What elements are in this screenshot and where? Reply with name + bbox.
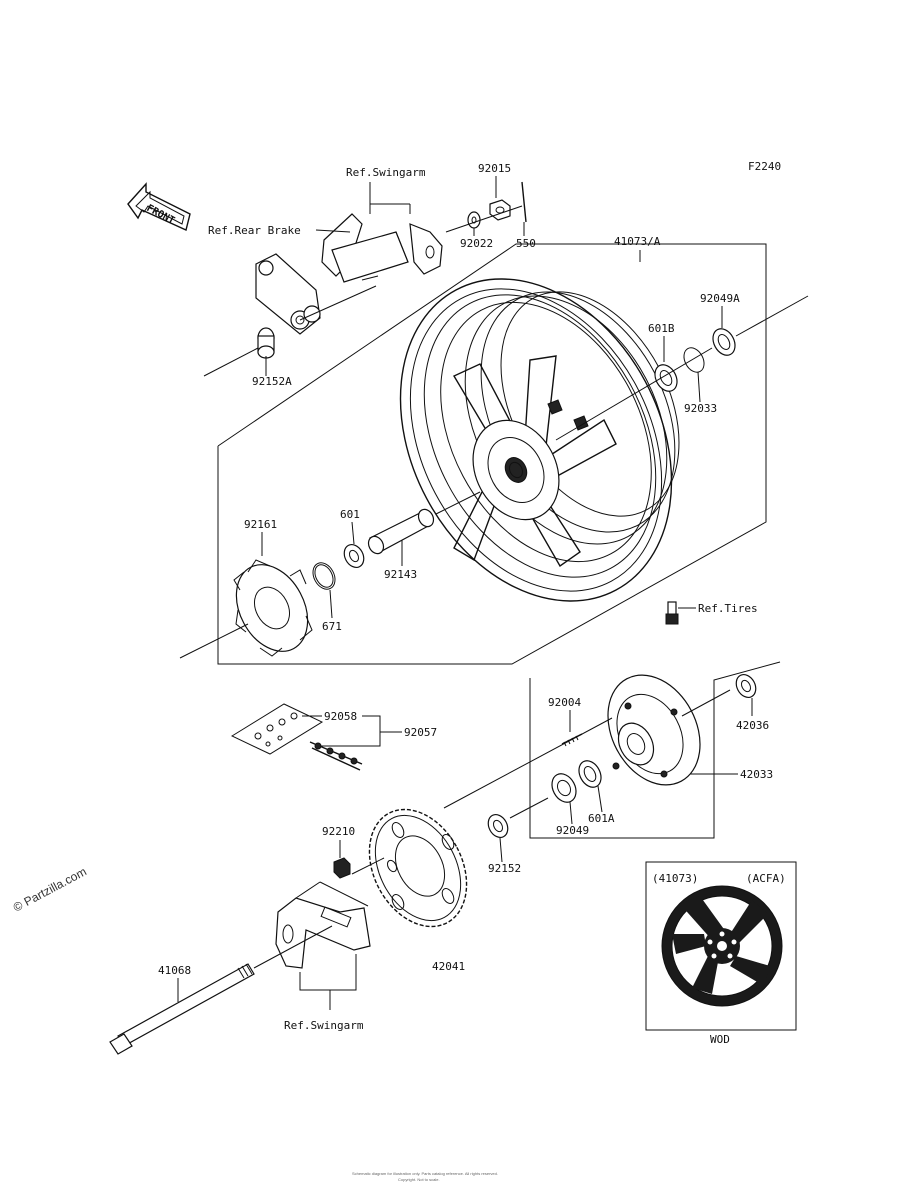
part-92022-label: 92022 bbox=[460, 237, 493, 250]
part-42041-label: 42041 bbox=[432, 960, 465, 973]
collar-92152a bbox=[257, 327, 275, 359]
chain-adjuster-left bbox=[321, 213, 443, 283]
rear-wheel bbox=[399, 278, 680, 602]
footer-line-2: Copyright. Not to scale. bbox=[398, 1177, 440, 1182]
part-42033-label: 42033 bbox=[740, 768, 773, 781]
chain-adjuster-right bbox=[275, 881, 371, 969]
drive-chain-joint bbox=[230, 703, 363, 771]
seal-92049 bbox=[551, 773, 577, 803]
part-41073a-label: 41073/A bbox=[614, 235, 661, 248]
part-671-label: 671 bbox=[322, 620, 342, 633]
damper-92161 bbox=[233, 559, 313, 657]
part-42036-label: 42036 bbox=[736, 719, 769, 732]
part-92004-label: 92004 bbox=[548, 696, 581, 709]
bearing-601a bbox=[578, 760, 602, 788]
collar-92152 bbox=[487, 813, 509, 839]
ref-tires-label: Ref.Tires bbox=[698, 602, 758, 615]
part-92015-label: 92015 bbox=[478, 162, 511, 175]
part-92161-label: 92161 bbox=[244, 518, 277, 531]
part-41068-label: 41068 bbox=[158, 964, 191, 977]
wheel-color-inset: (41073) (ACFA) bbox=[645, 861, 797, 1031]
part-601-label: 601 bbox=[340, 508, 360, 521]
caliper-bracket bbox=[255, 253, 321, 335]
washer-92022 bbox=[467, 211, 481, 229]
bearing-601 bbox=[343, 543, 365, 569]
front-label: FRONT bbox=[145, 203, 177, 227]
bearing-601b bbox=[654, 364, 678, 392]
part-601b-label: 601B bbox=[648, 322, 675, 335]
seal-92049a bbox=[712, 328, 736, 356]
nut-92210 bbox=[333, 857, 351, 879]
part-601a-label: 601A bbox=[588, 812, 615, 825]
part-92152a-label: 92152A bbox=[252, 375, 292, 388]
sprocket-hub-42033 bbox=[607, 674, 701, 786]
collar-42036 bbox=[735, 673, 757, 699]
part-92057-label: 92057 bbox=[404, 726, 437, 739]
part-92049-label: 92049 bbox=[556, 824, 589, 837]
ref-rear-brake-label: Ref.Rear Brake bbox=[208, 224, 301, 237]
part-92058-label: 92058 bbox=[324, 710, 357, 723]
front-arrow: FRONT bbox=[127, 182, 191, 231]
ref-swingarm-top-label: Ref.Swingarm bbox=[346, 166, 426, 179]
part-92049a-label: 92049A bbox=[700, 292, 740, 305]
diagram-code: F2240 bbox=[748, 160, 781, 173]
oring-671 bbox=[312, 562, 336, 590]
axle-41068 bbox=[109, 963, 255, 1055]
part-92152-label: 92152 bbox=[488, 862, 521, 875]
inset-code-label: (ACFA) bbox=[746, 872, 786, 885]
footer-line-1: Schematic diagram for illustration only.… bbox=[352, 1171, 498, 1176]
axle-nut bbox=[489, 199, 511, 221]
collar-92143 bbox=[367, 508, 435, 555]
tire-valve bbox=[665, 601, 679, 625]
sprocket-42041 bbox=[368, 808, 468, 928]
inset-part-label: (41073) bbox=[652, 872, 698, 885]
part-92033-label: 92033 bbox=[684, 402, 717, 415]
inset-color-label: WOD bbox=[710, 1033, 730, 1046]
watermark-text: © Partzilla.com bbox=[11, 864, 89, 914]
circlip-92033 bbox=[683, 347, 705, 373]
part-92143-label: 92143 bbox=[384, 568, 417, 581]
ref-swingarm-bottom-label: Ref.Swingarm bbox=[284, 1019, 364, 1032]
part-92210-label: 92210 bbox=[322, 825, 355, 838]
